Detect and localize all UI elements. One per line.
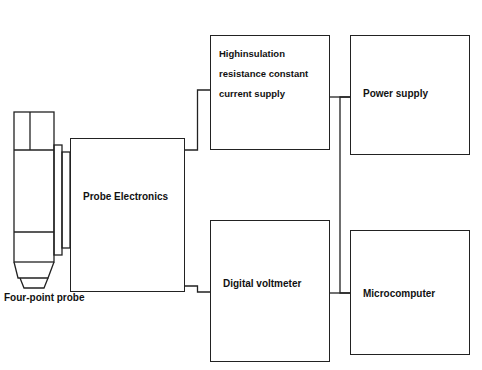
connector-line: [185, 286, 210, 292]
probe-taper: [14, 262, 54, 278]
process-box: Power supply: [350, 35, 470, 155]
probe-plate: [54, 145, 62, 255]
process-box: Digital voltmeter: [210, 220, 330, 362]
connector-line: [340, 97, 350, 293]
probe-body: [14, 112, 54, 262]
process-box: Highinsulation resistance constant curre…: [210, 35, 330, 150]
process-box: Microcomputer: [350, 230, 470, 355]
box-label: Probe Electronics: [83, 189, 174, 204]
box-label: Power supply: [363, 86, 461, 101]
box-label: Digital voltmeter: [223, 276, 321, 291]
box-label: Highinsulation resistance constant curre…: [219, 44, 321, 104]
probe-tip: [20, 278, 48, 288]
box-label: Microcomputer: [363, 286, 461, 301]
connector-line: [185, 90, 210, 150]
probe-plate: [62, 152, 70, 248]
part-label: Four-point probe: [4, 292, 85, 303]
process-box: Probe Electronics: [70, 138, 185, 292]
